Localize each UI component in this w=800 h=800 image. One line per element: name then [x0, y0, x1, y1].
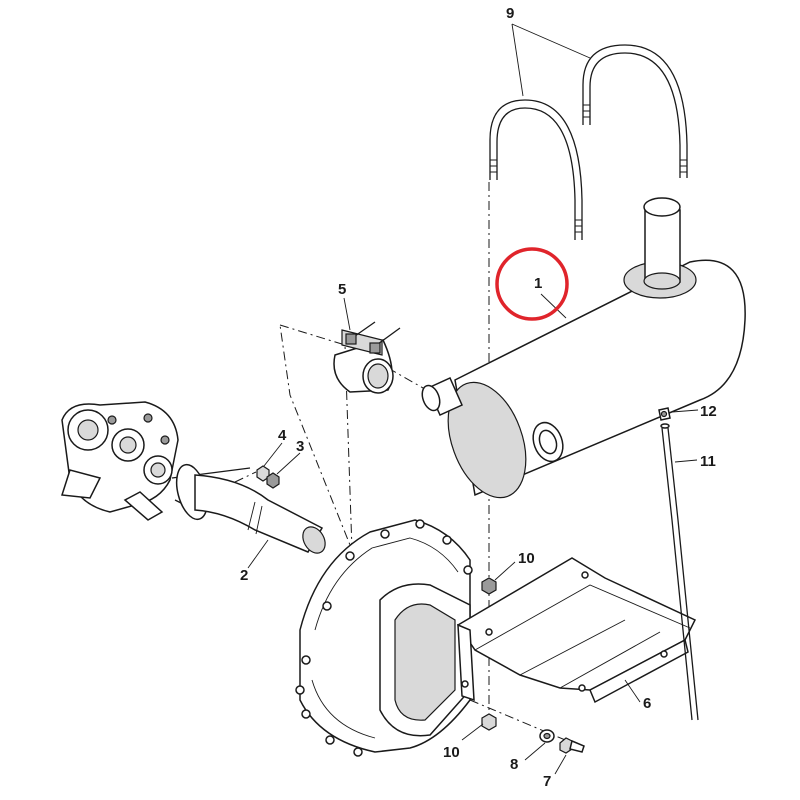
bolt-7 — [559, 737, 585, 754]
u-bolt-right — [582, 44, 688, 178]
leader-9b — [511, 23, 591, 59]
callout-7: 7 — [543, 773, 551, 790]
callout-1: 1 — [534, 275, 542, 292]
leader-11 — [674, 459, 698, 463]
leader-7 — [554, 754, 567, 775]
callout-4: 4 — [278, 427, 287, 444]
flywheel-housing — [295, 519, 473, 757]
housing-bolts — [295, 519, 473, 757]
callout-10-upper: 10 — [518, 550, 535, 567]
outlet-stack — [644, 209, 681, 283]
nut-line — [234, 471, 257, 483]
callout-12: 12 — [700, 403, 717, 420]
callout-2: 2 — [240, 567, 248, 584]
callout-8: 8 — [510, 756, 518, 773]
callout-3: 3 — [296, 438, 304, 455]
leader-9a — [511, 23, 524, 97]
nut-10-lower — [481, 713, 497, 731]
leader-10a — [494, 561, 516, 581]
leader-4 — [263, 442, 283, 467]
mounting-bracket — [456, 557, 697, 704]
callout-9: 9 — [506, 5, 514, 22]
leader-10b — [461, 723, 484, 741]
callout-labels: 9 1 5 4 3 2 10 10 6 8 7 12 11 — [240, 5, 717, 790]
nut-10-upper — [481, 577, 497, 595]
highlight-circle — [495, 247, 569, 321]
drain-tube — [660, 423, 699, 721]
u-bolt-left — [489, 99, 583, 240]
fitting-12 — [658, 407, 671, 421]
leader-8 — [524, 742, 546, 761]
muffler-end-cap — [447, 381, 527, 499]
callout-6: 6 — [643, 695, 651, 712]
leader-2 — [247, 539, 269, 569]
turbo-manifold-assembly — [61, 401, 251, 521]
muffler — [421, 197, 746, 499]
clamp — [333, 321, 401, 394]
washer-8 — [539, 729, 555, 743]
leader-12 — [671, 409, 699, 413]
callout-5: 5 — [338, 281, 346, 298]
callout-10-lower: 10 — [443, 744, 460, 761]
leader-6 — [624, 679, 641, 703]
washer-3 — [266, 472, 280, 489]
leader-3 — [276, 452, 301, 475]
leader-5 — [343, 297, 351, 331]
leader-1 — [540, 293, 567, 319]
callout-11: 11 — [700, 453, 716, 470]
exhaust-pipe — [175, 463, 326, 554]
